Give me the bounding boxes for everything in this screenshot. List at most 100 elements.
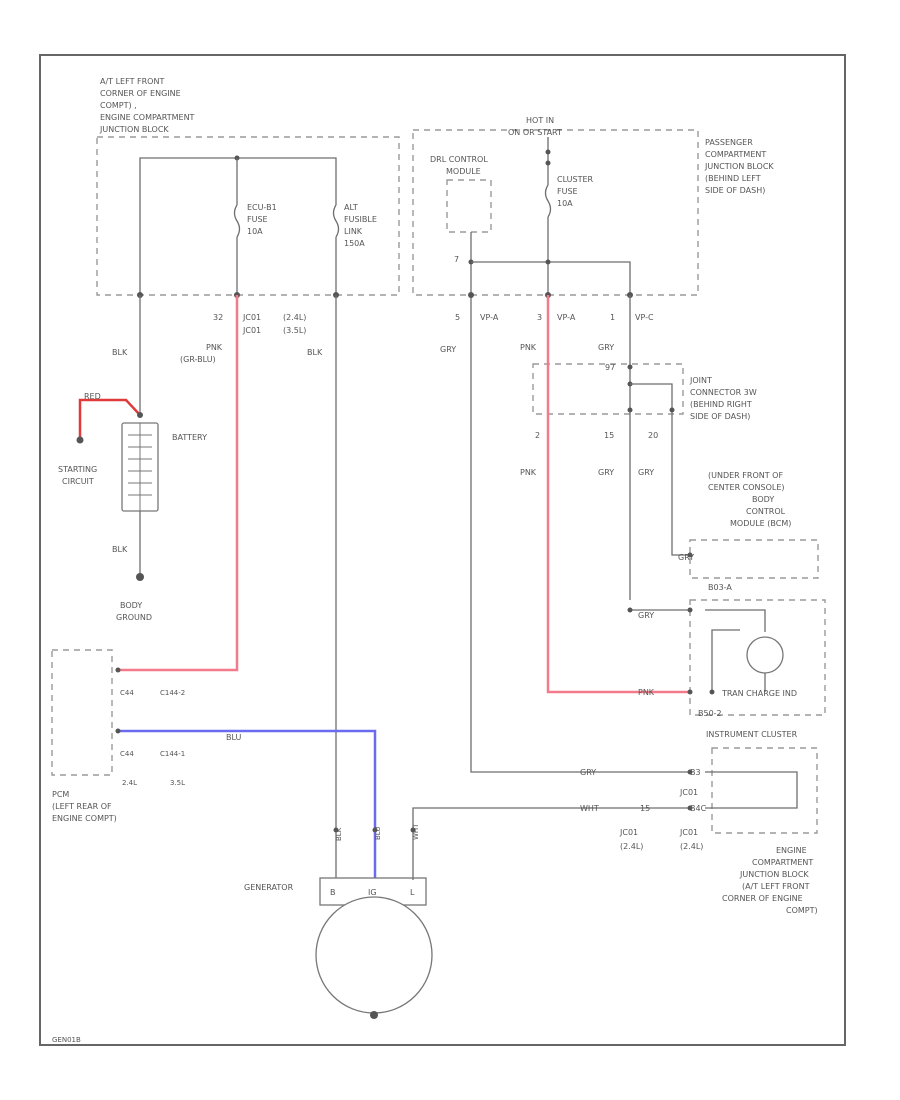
wire-gry-right: GRY [598, 343, 614, 352]
cluster-pink-wire [546, 295, 690, 694]
bcm-label-2: BODY [752, 495, 774, 504]
generator-body [315, 896, 433, 1014]
engine-jb-bottom-1: COMPARTMENT [752, 858, 813, 867]
pcm-pink-wire [118, 295, 239, 672]
starting-circuit-1: CIRCUIT [62, 477, 94, 486]
ecu-fuse-label-2: 10A [247, 227, 263, 236]
pin-j15-1: 15 [640, 804, 650, 813]
pin-eng24: (2.4L) [283, 313, 306, 322]
pin-2: 2 [535, 431, 540, 440]
pcm-label-1: (LEFT REAR OF [52, 802, 112, 811]
bcm-label-4: MODULE (BCM) [730, 519, 791, 528]
pcm-conn1b: C144-2 [160, 689, 185, 697]
alt-link-label-1: FUSIBLE [344, 215, 377, 224]
pin-3: 3 [537, 313, 542, 322]
body-ground-icon [136, 573, 144, 581]
pin-20: 20 [648, 431, 658, 440]
passenger-jb-4: SIDE OF DASH) [705, 186, 765, 195]
hot-in-1: ON OR START [508, 128, 562, 137]
starting-circuit-red-wire [78, 398, 141, 440]
cluster-fuse-2: 10A [557, 199, 573, 208]
pin-jc01-a: JC01 [242, 313, 261, 322]
bcm-label-1: CENTER CONSOLE) [708, 483, 785, 492]
pin-vpa-1: VP-A [480, 313, 499, 322]
wire-red-label: RED [84, 392, 101, 401]
engine-jb-label-0: A/T LEFT FRONT [100, 77, 164, 86]
passenger-jb-3: (BEHIND LEFT [705, 174, 761, 183]
bcm-connector: B03-A [708, 583, 732, 592]
wire-blk-battery-bottom: BLK [112, 545, 128, 554]
pcm-eng1: 2.4L [122, 779, 137, 787]
wire-gry-low2: GRY [638, 468, 654, 477]
bcm-label-0: (UNDER FRONT OF [708, 471, 783, 480]
pcm-module [51, 649, 113, 776]
page-id: GEN01B [52, 1036, 81, 1044]
pcm-label-2: ENGINE COMPT) [52, 814, 117, 823]
pin-jc01-d: JC01 [679, 828, 698, 837]
pin-vpa-2: VP-A [557, 313, 576, 322]
engine-jb-bottom-3: (A/T LEFT FRONT [742, 882, 810, 891]
pin-97: 97 [605, 363, 615, 372]
body-ground-0: BODY [120, 601, 142, 610]
pin-e24: (2.4L) [620, 842, 643, 851]
gen-pin-ig: IG [368, 888, 377, 897]
alt-link-label-3: 150A [344, 239, 365, 248]
cluster-title: INSTRUMENT CLUSTER [706, 730, 798, 739]
gen-wire-blk: BLK [335, 827, 343, 841]
pcm-conn2: C44 [120, 750, 134, 758]
ecu-fuse-label-1: FUSE [247, 215, 268, 224]
drl-control-module [446, 179, 492, 233]
gen-wire-wht: WHT [412, 823, 420, 840]
wire-blk-mid: BLK [307, 348, 323, 357]
generator-l-wire [412, 807, 690, 880]
joint-connector-1: CONNECTOR 3W [690, 388, 757, 397]
pin-15: 15 [604, 431, 614, 440]
engine-jb-label-4: JUNCTION BLOCK [99, 125, 169, 134]
passenger-jb-2: JUNCTION BLOCK [704, 162, 774, 171]
cluster-fuse-1: FUSE [557, 187, 578, 196]
drl-label-0: DRL CONTROL [430, 155, 488, 164]
cluster-connector: B50-2 [698, 709, 722, 718]
pin-vpc: VP-C [635, 313, 654, 322]
pin-jc01-b: JC01 [242, 326, 261, 335]
gen-wire-blu: BLU [374, 827, 382, 840]
engine-jb-label-3: ENGINE COMPARTMENT [100, 113, 195, 122]
pcm-eng2: 3.5L [170, 779, 185, 787]
pin-e35: (2.4L) [680, 842, 703, 851]
diagram-border [39, 54, 846, 1046]
pin-5: 5 [455, 313, 460, 322]
pin-b3: B3 [690, 768, 701, 777]
wire-gry-low1: GRY [598, 468, 614, 477]
pin-jc01-c: JC01 [619, 828, 638, 837]
engine-junction-block-bottom [711, 747, 818, 834]
drl-pin-7: 7 [454, 255, 459, 264]
cluster-fuse-0: CLUSTER [557, 175, 594, 184]
passenger-jb-0: PASSENGER [705, 138, 753, 147]
wire-grblu-label: (GR-BLU) [180, 355, 216, 364]
battery-cells [128, 423, 152, 511]
bcm-label-3: CONTROL [746, 507, 786, 516]
cluster-fuse [544, 184, 552, 295]
drl-gry-wire [470, 262, 690, 773]
starting-circuit-0: STARTING [58, 465, 97, 474]
engine-jb-bottom-4: CORNER OF ENGINE [722, 894, 803, 903]
pin-32: 32 [213, 313, 223, 322]
gen-pin-l: L [410, 888, 415, 897]
drl-label-1: MODULE [446, 167, 481, 176]
cluster-lamp-label: TRAN CHARGE IND [721, 689, 797, 698]
body-control-module [689, 539, 819, 579]
wire-pnk-cluster: PNK [638, 688, 655, 697]
hot-in-0: HOT IN [526, 116, 554, 125]
wire-gry-cluster: GRY [638, 611, 654, 620]
pin-jc01-a2: JC01 [679, 788, 698, 797]
joint-connector [532, 363, 684, 415]
engine-jb-label-1: CORNER OF ENGINE [100, 89, 181, 98]
joint-connector-0: JOINT [689, 376, 712, 385]
joint-connector-2: (BEHIND RIGHT [690, 400, 752, 409]
charge-indicator-lamp-icon [746, 636, 784, 674]
generator-ground-icon [370, 1011, 378, 1019]
engine-jb-bottom-5: COMPT) [786, 906, 818, 915]
bcm-wire: GRY [678, 553, 694, 562]
wire-blk-battery-top: BLK [112, 348, 128, 357]
alt-link-label-0: ALT [344, 203, 358, 212]
